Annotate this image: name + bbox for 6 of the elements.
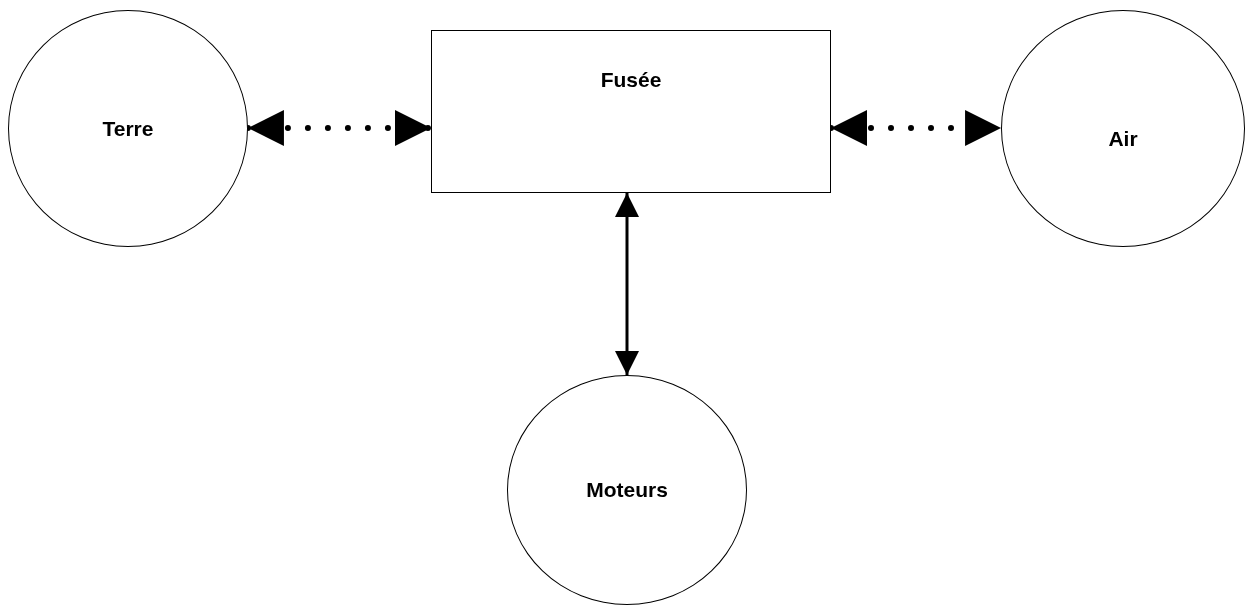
node-label: Fusée <box>600 67 662 92</box>
arrow <box>615 193 639 375</box>
node-label: Moteurs <box>586 478 668 502</box>
node-label: Terre <box>102 116 154 141</box>
process-box <box>431 30 831 193</box>
node-label: Air <box>1108 126 1138 151</box>
